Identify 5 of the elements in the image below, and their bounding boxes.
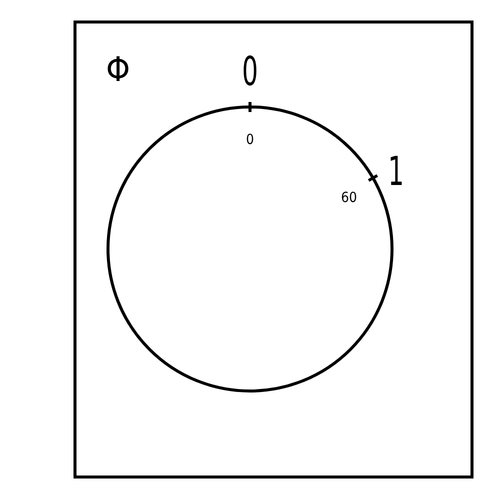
angle-label: 60	[340, 191, 358, 205]
position-label: 0	[242, 52, 258, 92]
phase-symbol: Φ	[106, 53, 130, 87]
angle-label: 0	[246, 133, 254, 147]
position-label: 1	[388, 152, 404, 192]
